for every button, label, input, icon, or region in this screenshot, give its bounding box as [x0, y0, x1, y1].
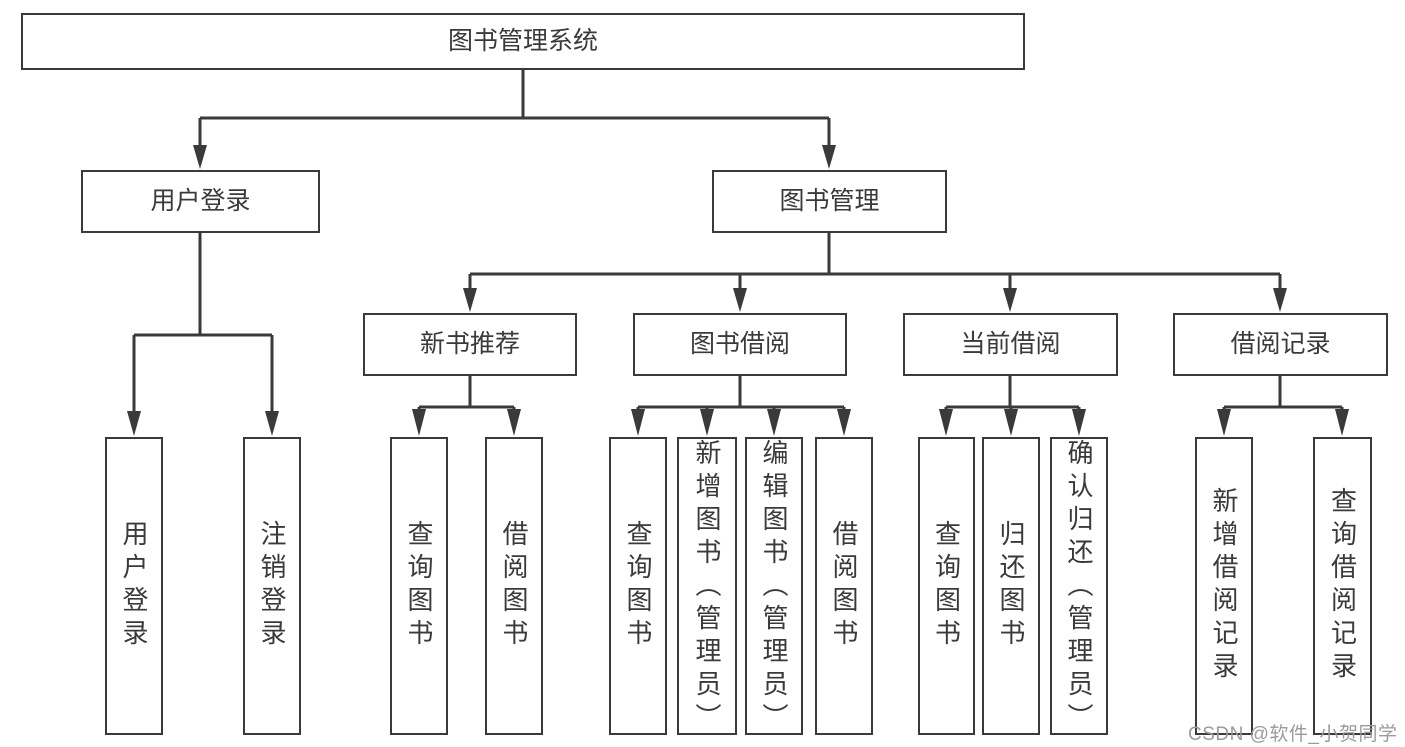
csdn-watermark: CSDN @软件_小贺同学	[1188, 724, 1398, 745]
node-library-management-system: 图书管理系统	[21, 13, 1025, 70]
leaf-return-book: 归还图书	[982, 437, 1040, 735]
leaf-query-book-current: 查询图书	[918, 437, 975, 735]
leaf-query-book-borrow: 查询图书	[609, 437, 667, 735]
node-new-book-recommend: 新书推荐	[363, 313, 577, 376]
leaf-borrow-book-recommend: 借阅图书	[485, 437, 543, 735]
leaf-edit-book-admin: 编辑图书（管理员）	[745, 437, 803, 736]
node-current-borrow: 当前借阅	[903, 313, 1118, 376]
leaf-borrow-book: 借阅图书	[815, 437, 873, 735]
leaf-confirm-return-admin: 确认归还（管理员）	[1050, 437, 1108, 736]
node-book-borrow: 图书借阅	[633, 313, 847, 376]
leaf-logout-login: 注销登录	[243, 437, 301, 735]
leaf-query-book-recommend: 查询图书	[390, 437, 448, 735]
node-borrow-records: 借阅记录	[1173, 313, 1388, 376]
leaf-query-borrow-record: 查询借阅记录	[1313, 437, 1372, 735]
leaf-user-login: 用户登录	[105, 437, 163, 735]
node-book-management: 图书管理	[712, 170, 947, 233]
leaf-add-borrow-record: 新增借阅记录	[1195, 437, 1253, 735]
arrowheads	[127, 145, 1349, 436]
leaf-add-book-admin: 新增图书（管理员）	[677, 437, 737, 736]
node-user-login: 用户登录	[81, 170, 320, 233]
